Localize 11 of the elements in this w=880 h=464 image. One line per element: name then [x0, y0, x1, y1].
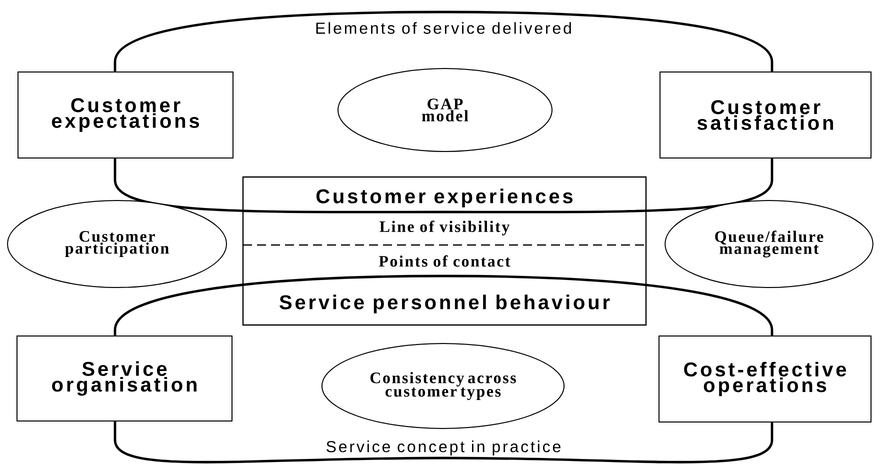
- band-label: Service concept in practice: [326, 440, 560, 456]
- box-heading: Customer experiences: [316, 188, 573, 208]
- node-label: Queue/failure management: [715, 230, 824, 258]
- band-label: Elements of service delivered: [316, 22, 571, 34]
- line-label: Line of visibility: [380, 220, 510, 236]
- text-box: Customer expectations: [18, 72, 234, 158]
- box-heading: Service personnel behaviour: [280, 294, 610, 314]
- text-box: Cost-effective operations: [658, 336, 872, 422]
- text-box: Service organisation: [16, 336, 232, 422]
- text-box: Customer satisfaction: [660, 72, 872, 158]
- line-label: Points of contact: [378, 255, 510, 267]
